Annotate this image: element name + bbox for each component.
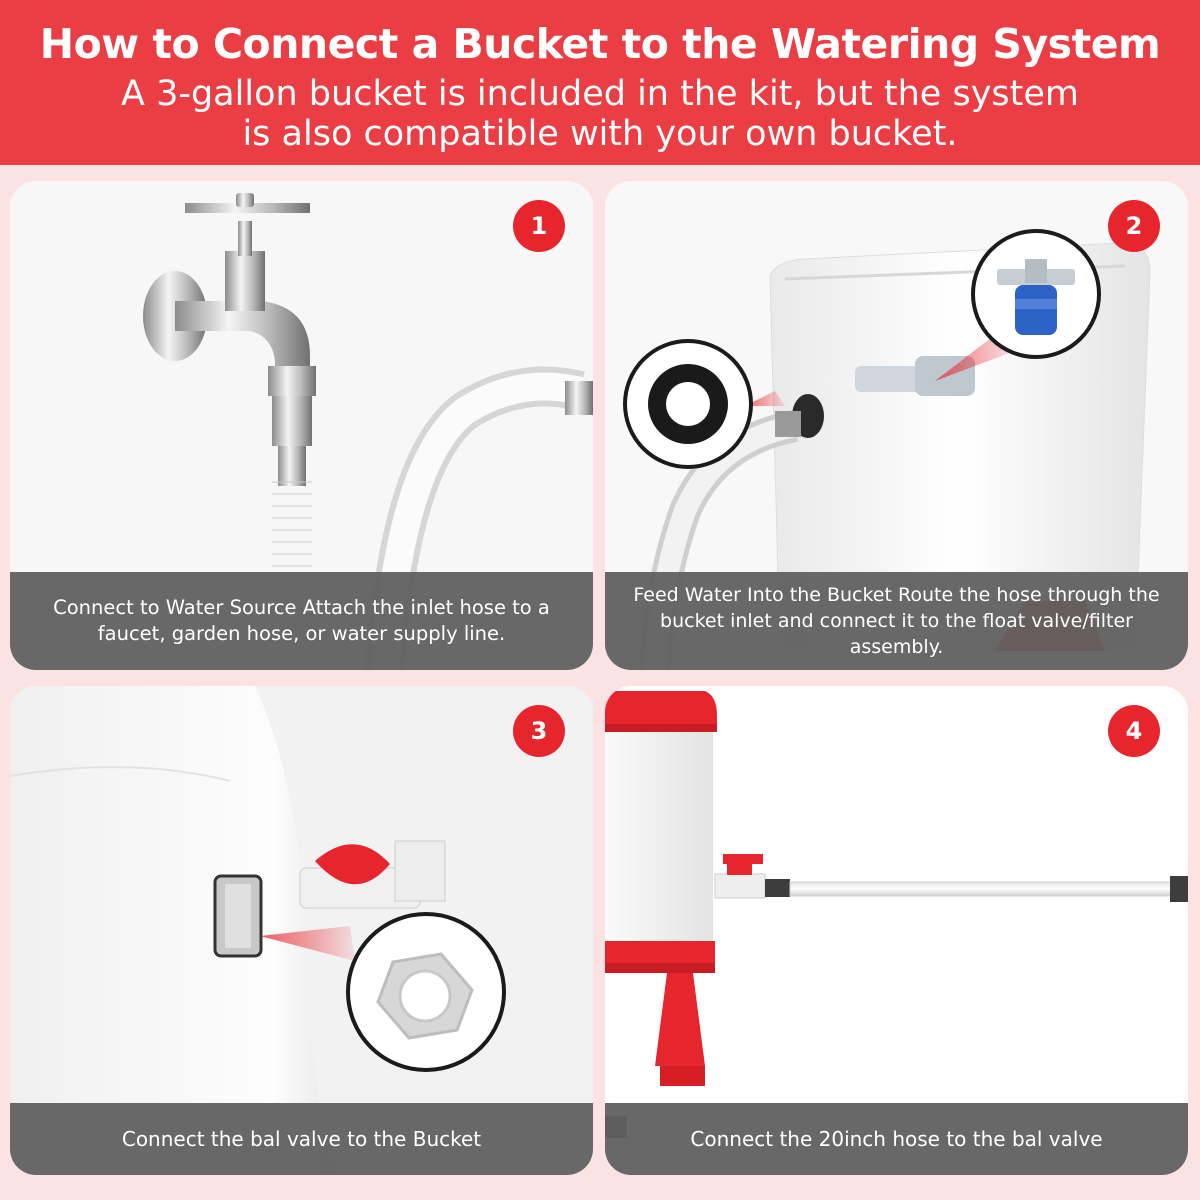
step-3-badge: 3 <box>513 705 565 757</box>
step-4-badge: 4 <box>1108 705 1160 757</box>
step-1-caption: Connect to Water Source Attach the inlet… <box>10 572 593 670</box>
step-3-caption: Connect the bal valve to the Bucket <box>10 1103 593 1175</box>
step-4-caption: Connect the 20inch hose to the bal valve <box>605 1103 1188 1175</box>
step-1-badge: 1 <box>513 200 565 252</box>
header-banner: How to Connect a Bucket to the Watering … <box>0 0 1200 165</box>
bucket-stand-icon <box>605 686 1188 1175</box>
step-3-panel: 3 Connect the bal valve to the Bucket <box>10 686 593 1175</box>
step-2-panel: 2 Feed Water Into the Bucket Route the h… <box>605 181 1188 670</box>
step-1-panel: 1 Connect to Water Source Attach the inl… <box>10 181 593 670</box>
hex-nut-icon <box>10 686 593 1175</box>
page-title: How to Connect a Bucket to the Watering … <box>39 20 1161 68</box>
float-valve-icon <box>605 181 1188 670</box>
step-2-caption: Feed Water Into the Bucket Route the hos… <box>605 572 1188 670</box>
page-subtitle: A 3-gallon bucket is included in the kit… <box>121 74 1079 154</box>
step-2-badge: 2 <box>1108 200 1160 252</box>
step-4-panel: 4 Connect the 20inch hose to the bal val… <box>605 686 1188 1175</box>
